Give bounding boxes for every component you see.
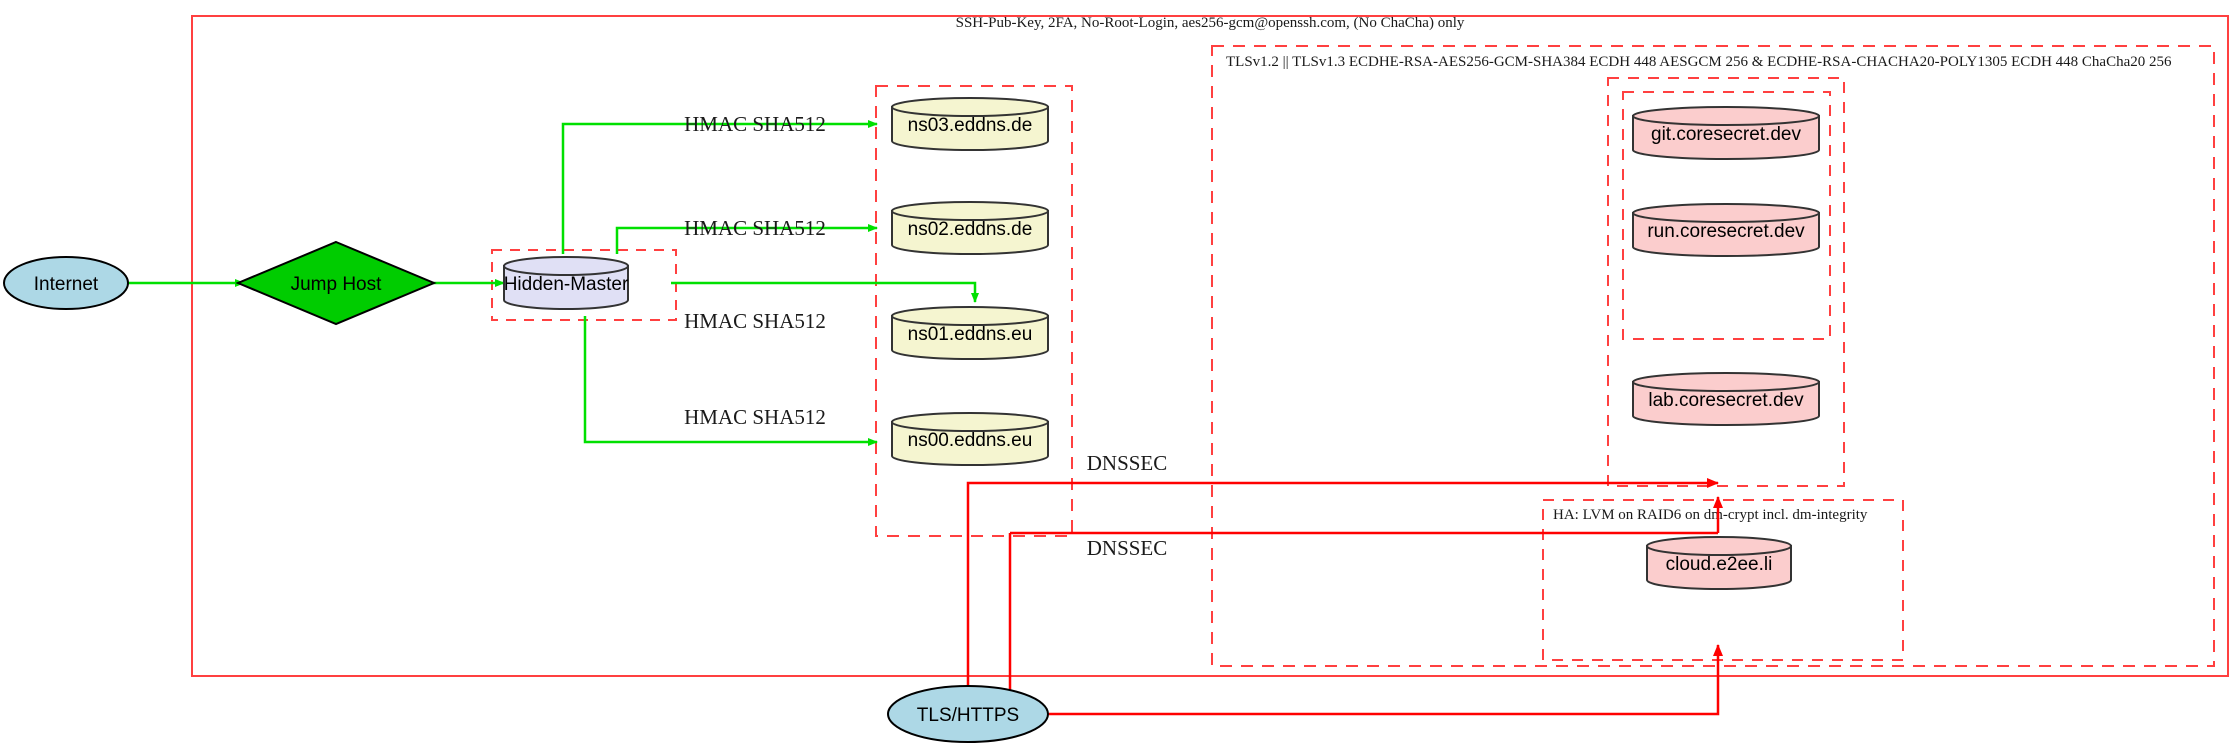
- node-jumphost-label: Jump Host: [291, 274, 383, 295]
- node-ns03[interactable]: ns03.eddns.de: [891, 97, 1049, 151]
- cluster-ssh-label: SSH-Pub-Key, 2FA, No-Root-Login, aes256-…: [956, 15, 1465, 31]
- node-git-label: git.coresecret.dev: [1651, 124, 1801, 145]
- edge-label-hmac-3: HMAC SHA512: [684, 309, 826, 333]
- node-jumphost[interactable]: Jump Host: [235, 240, 437, 326]
- node-lab-label: lab.coresecret.dev: [1648, 390, 1804, 411]
- node-cloud-label: cloud.e2ee.li: [1666, 554, 1773, 575]
- cluster-ssh-boundary: [191, 15, 2229, 677]
- node-ns03-label: ns03.eddns.de: [908, 115, 1033, 136]
- cluster-ha-label: HA: LVM on RAID6 on dm-crypt incl. dm-in…: [1553, 507, 1868, 523]
- node-ns02-label: ns02.eddns.de: [908, 219, 1033, 240]
- edge-label-hmac-2: HMAC SHA512: [684, 216, 826, 240]
- cluster-tls-boundary: [1211, 45, 2215, 667]
- edge-label-hmac-4: HMAC SHA512: [684, 405, 826, 429]
- edge-hiddenmaster-ns00: [583, 316, 878, 446]
- node-run-label: run.coresecret.dev: [1647, 221, 1805, 242]
- edge-hiddenmaster-ns02: [615, 224, 878, 254]
- node-git[interactable]: git.coresecret.dev: [1632, 106, 1820, 160]
- edge-label-dnssec-1: DNSSEC: [1087, 451, 1168, 475]
- node-internet[interactable]: Internet: [3, 256, 129, 310]
- node-run[interactable]: run.coresecret.dev: [1632, 203, 1820, 257]
- edge-tlshttps-services: [966, 478, 1719, 714]
- node-hiddenmaster-label: Hidden-Master: [504, 274, 629, 295]
- node-hiddenmaster[interactable]: Hidden-Master: [503, 256, 629, 310]
- node-lab[interactable]: lab.coresecret.dev: [1632, 372, 1820, 426]
- node-tlshttps[interactable]: TLS/HTTPS: [887, 685, 1049, 743]
- node-tlshttps-label: TLS/HTTPS: [917, 705, 1019, 726]
- edge-hiddenmaster-ns03: [561, 120, 878, 254]
- cluster-services-boundary: [1607, 77, 1845, 487]
- edge-tlshttps-cloud: [1008, 644, 1723, 716]
- node-ns02[interactable]: ns02.eddns.de: [891, 201, 1049, 255]
- node-ns00[interactable]: ns00.eddns.eu: [891, 412, 1049, 466]
- node-internet-label: Internet: [34, 274, 99, 295]
- edge-label-dnssec-2: DNSSEC: [1087, 536, 1168, 560]
- edge-label-hmac-1: HMAC SHA512: [684, 112, 826, 136]
- cluster-ha-boundary: [1542, 499, 1904, 661]
- edge-hiddenmaster-ns01: [671, 281, 979, 303]
- node-ns01-label: ns01.eddns.eu: [908, 324, 1033, 345]
- node-ns01[interactable]: ns01.eddns.eu: [891, 306, 1049, 360]
- cluster-tls-label: TLSv1.2 || TLSv1.3 ECDHE-RSA-AES256-GCM-…: [1226, 54, 2172, 70]
- edge-dnssec-branch: [1008, 496, 1723, 714]
- node-cloud[interactable]: cloud.e2ee.li: [1646, 536, 1792, 590]
- cluster-services-inner-boundary: [1622, 91, 1831, 340]
- node-ns00-label: ns00.eddns.eu: [908, 430, 1033, 451]
- cluster-dns-boundary: [875, 85, 1073, 537]
